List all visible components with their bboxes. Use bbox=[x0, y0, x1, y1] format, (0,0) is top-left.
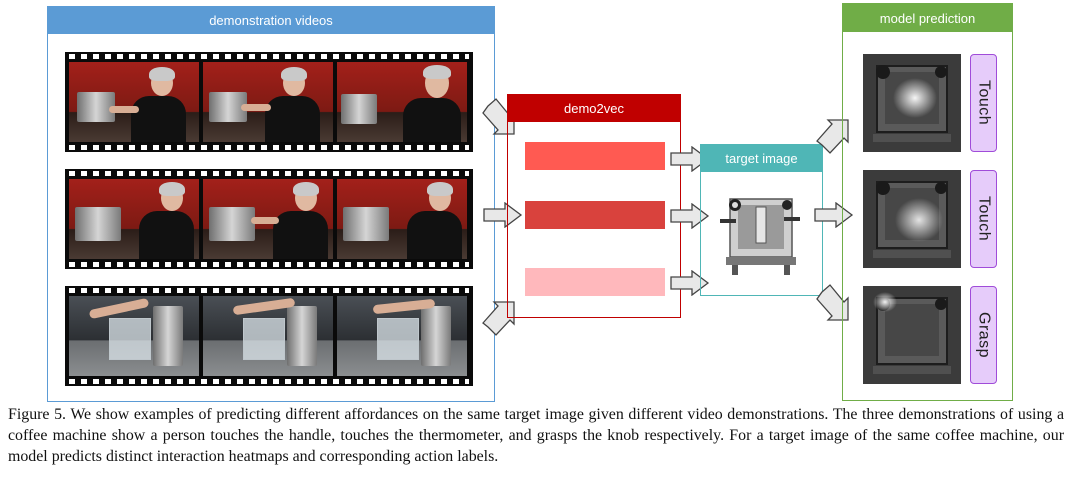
model-prediction-panel: model prediction Touch Touch bbox=[842, 3, 1013, 401]
video-frame bbox=[337, 296, 467, 376]
action-label-1: Touch bbox=[970, 54, 997, 152]
demo2vec-panel: demo2vec bbox=[507, 94, 681, 318]
action-label-3: Grasp bbox=[970, 286, 997, 384]
feature-vector-2 bbox=[525, 201, 665, 229]
video-strip-1 bbox=[65, 52, 473, 152]
video-frame bbox=[69, 179, 199, 259]
video-strip-3 bbox=[65, 286, 473, 386]
video-frame bbox=[337, 179, 467, 259]
video-frame bbox=[203, 179, 333, 259]
coffee-machine-image bbox=[720, 198, 800, 275]
video-frame bbox=[203, 296, 333, 376]
demonstration-videos-panel: demonstration videos bbox=[47, 6, 495, 402]
arrow-icon bbox=[483, 202, 523, 228]
video-frame bbox=[203, 62, 333, 142]
model-prediction-title: model prediction bbox=[843, 4, 1012, 32]
feature-vector-1 bbox=[525, 142, 665, 170]
video-frame bbox=[69, 296, 199, 376]
video-strip-2 bbox=[65, 169, 473, 269]
target-image-title: target image bbox=[701, 145, 822, 172]
feature-vector-3 bbox=[525, 268, 665, 296]
arrow-icon bbox=[482, 301, 515, 336]
video-frame bbox=[337, 62, 467, 142]
demonstration-videos-title: demonstration videos bbox=[48, 7, 494, 34]
arrow-icon bbox=[816, 119, 849, 154]
arrow-icon bbox=[816, 284, 849, 321]
video-frame bbox=[69, 62, 199, 142]
heatmap-3 bbox=[863, 286, 961, 384]
arrow-icon bbox=[482, 98, 515, 135]
demo2vec-title: demo2vec bbox=[508, 95, 680, 122]
heatmap-1 bbox=[863, 54, 961, 152]
action-label-2: Touch bbox=[970, 170, 997, 268]
target-image-panel: target image bbox=[700, 144, 823, 296]
heatmap-2 bbox=[863, 170, 961, 268]
figure-caption: Figure 5. We show examples of predicting… bbox=[8, 406, 1064, 465]
